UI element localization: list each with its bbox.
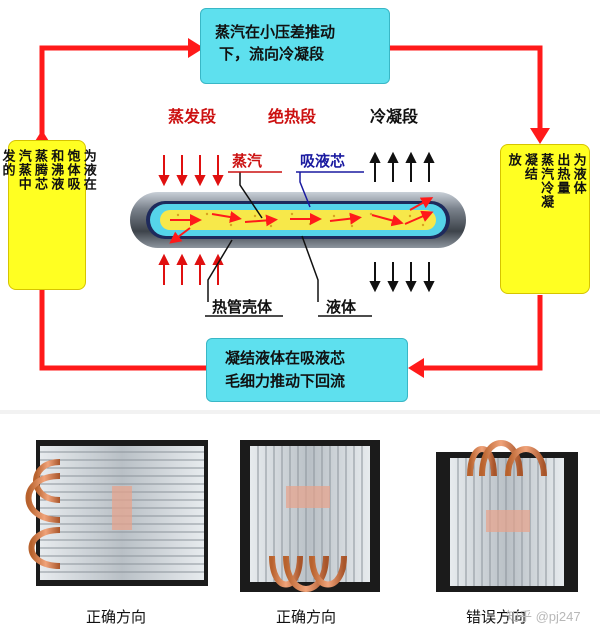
vapor-flow-line1: 蒸汽在小压差推动 (215, 23, 336, 41)
cooler-1-base (112, 486, 132, 530)
circulation-loop (39, 45, 543, 371)
photo-1-caption: 正确方向 (86, 609, 147, 626)
cooler-1-fins (40, 451, 204, 573)
cooler-3-heatpipes (467, 440, 547, 477)
cond-col-2: 出热量 (554, 153, 570, 195)
section-divider (0, 410, 600, 414)
condensation-box: 为液体 出热量 蒸汽冷凝 凝结 放 (500, 144, 590, 294)
vapor-leader (239, 172, 263, 219)
arrow-into-top-box (188, 38, 204, 58)
wick-leader (299, 172, 311, 208)
evap-col-5: 汽蒸中 (15, 149, 31, 191)
cond-col-5: 放 (505, 153, 521, 167)
cooler-3-base (486, 510, 530, 532)
heat-output-arrows (369, 151, 435, 293)
heat-pipe (130, 192, 466, 248)
cond-col-1: 为液体 (570, 153, 586, 195)
arrow-into-bottom-box (408, 358, 424, 378)
wick-callout: 吸液芯 (300, 152, 346, 170)
cooler-photo-2 (240, 440, 380, 592)
liquid-return-line1: 凝结液体在吸液芯 (225, 349, 346, 367)
shell-leader (207, 239, 233, 302)
cooler-photo-1 (25, 440, 208, 586)
shell-callout: 热管壳体 (212, 298, 273, 316)
evap-col-6: 发的 (0, 149, 15, 177)
callout-lines (207, 172, 319, 302)
vapor-callout: 蒸汽 (232, 152, 263, 170)
cond-col-4: 凝结 (521, 153, 537, 181)
liquid-return-box: 凝结液体在吸液芯 毛细力推动下回流 (206, 338, 408, 402)
vapor-flow-box: 蒸汽在小压差推动 下，流向冷凝段 (200, 8, 390, 84)
vapor-flow-arrows (169, 197, 434, 244)
cooler-2-base (286, 486, 330, 508)
evap-col-1: 为液在 (80, 149, 96, 191)
arrow-into-right-box (530, 128, 550, 144)
cooler-photo-3 (436, 440, 578, 592)
liquid-return-line2: 毛细力推动下回流 (225, 372, 346, 390)
cooler-2-heatpipes (269, 555, 347, 592)
heat-input-arrows (158, 155, 224, 285)
watermark: 知乎 @pj247 (506, 609, 581, 624)
evap-col-2: 饱体吸 (64, 149, 80, 191)
evaporation-section-label: 蒸发段 (168, 107, 217, 126)
cooler-1-heatpipes (25, 459, 61, 569)
liquid-leader (301, 235, 319, 302)
evaporation-box: 为液在 饱体吸 和沸液 蒸腾芯 汽蒸中 发的 (0, 140, 96, 290)
photo-2-caption: 正确方向 (276, 609, 337, 626)
evap-col-4: 蒸腾芯 (32, 149, 47, 191)
vapor-flow-line2: 下，流向冷凝段 (219, 45, 325, 63)
photo-3-caption: 错误方向 (466, 609, 527, 626)
evap-col-3: 和沸液 (48, 149, 64, 191)
cond-col-3: 蒸汽冷凝 (538, 153, 554, 209)
adiabatic-section-label: 绝热段 (268, 107, 317, 126)
condensation-section-label: 冷凝段 (370, 107, 419, 126)
liquid-callout: 液体 (326, 298, 357, 316)
